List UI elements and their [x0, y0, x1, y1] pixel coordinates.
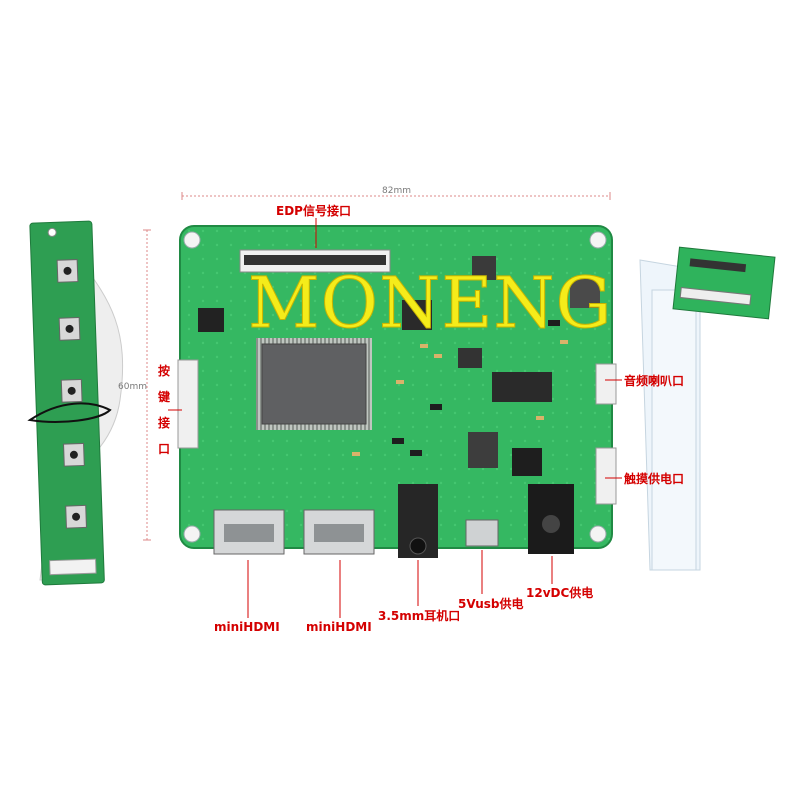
label-minihdmi-1: miniHDMI [214, 620, 280, 634]
label-touch-power: 触摸供电口 [624, 472, 685, 486]
label-headphone-jack: 3.5mm耳机口 [378, 609, 461, 623]
label-audio-port: 音频喇叭口 [624, 374, 685, 388]
callout-lines [168, 218, 622, 618]
label-usb-power: 5Vusb供电 [458, 597, 524, 611]
label-key-connector: 按 键 接 口 [156, 358, 172, 462]
width-dimension-line [181, 192, 611, 200]
width-dimension: 82mm [382, 186, 411, 196]
label-minihdmi-2: miniHDMI [306, 620, 372, 634]
key-board [27, 220, 124, 586]
label-key-char-1: 按 [157, 364, 170, 378]
label-key-char-3: 接 [157, 416, 170, 430]
main-board [177, 225, 617, 558]
label-dc-power: 12vDC供电 [526, 586, 594, 600]
watermark: MONENG [248, 262, 613, 344]
label-key-char-4: 口 [157, 442, 170, 456]
label-key-char-2: 键 [157, 390, 170, 404]
height-dimension: 60mm [118, 382, 147, 392]
label-edp-connector: EDP信号接口 [276, 204, 351, 218]
edp-adapter-cable [639, 246, 776, 571]
height-dimension-line [143, 229, 151, 541]
